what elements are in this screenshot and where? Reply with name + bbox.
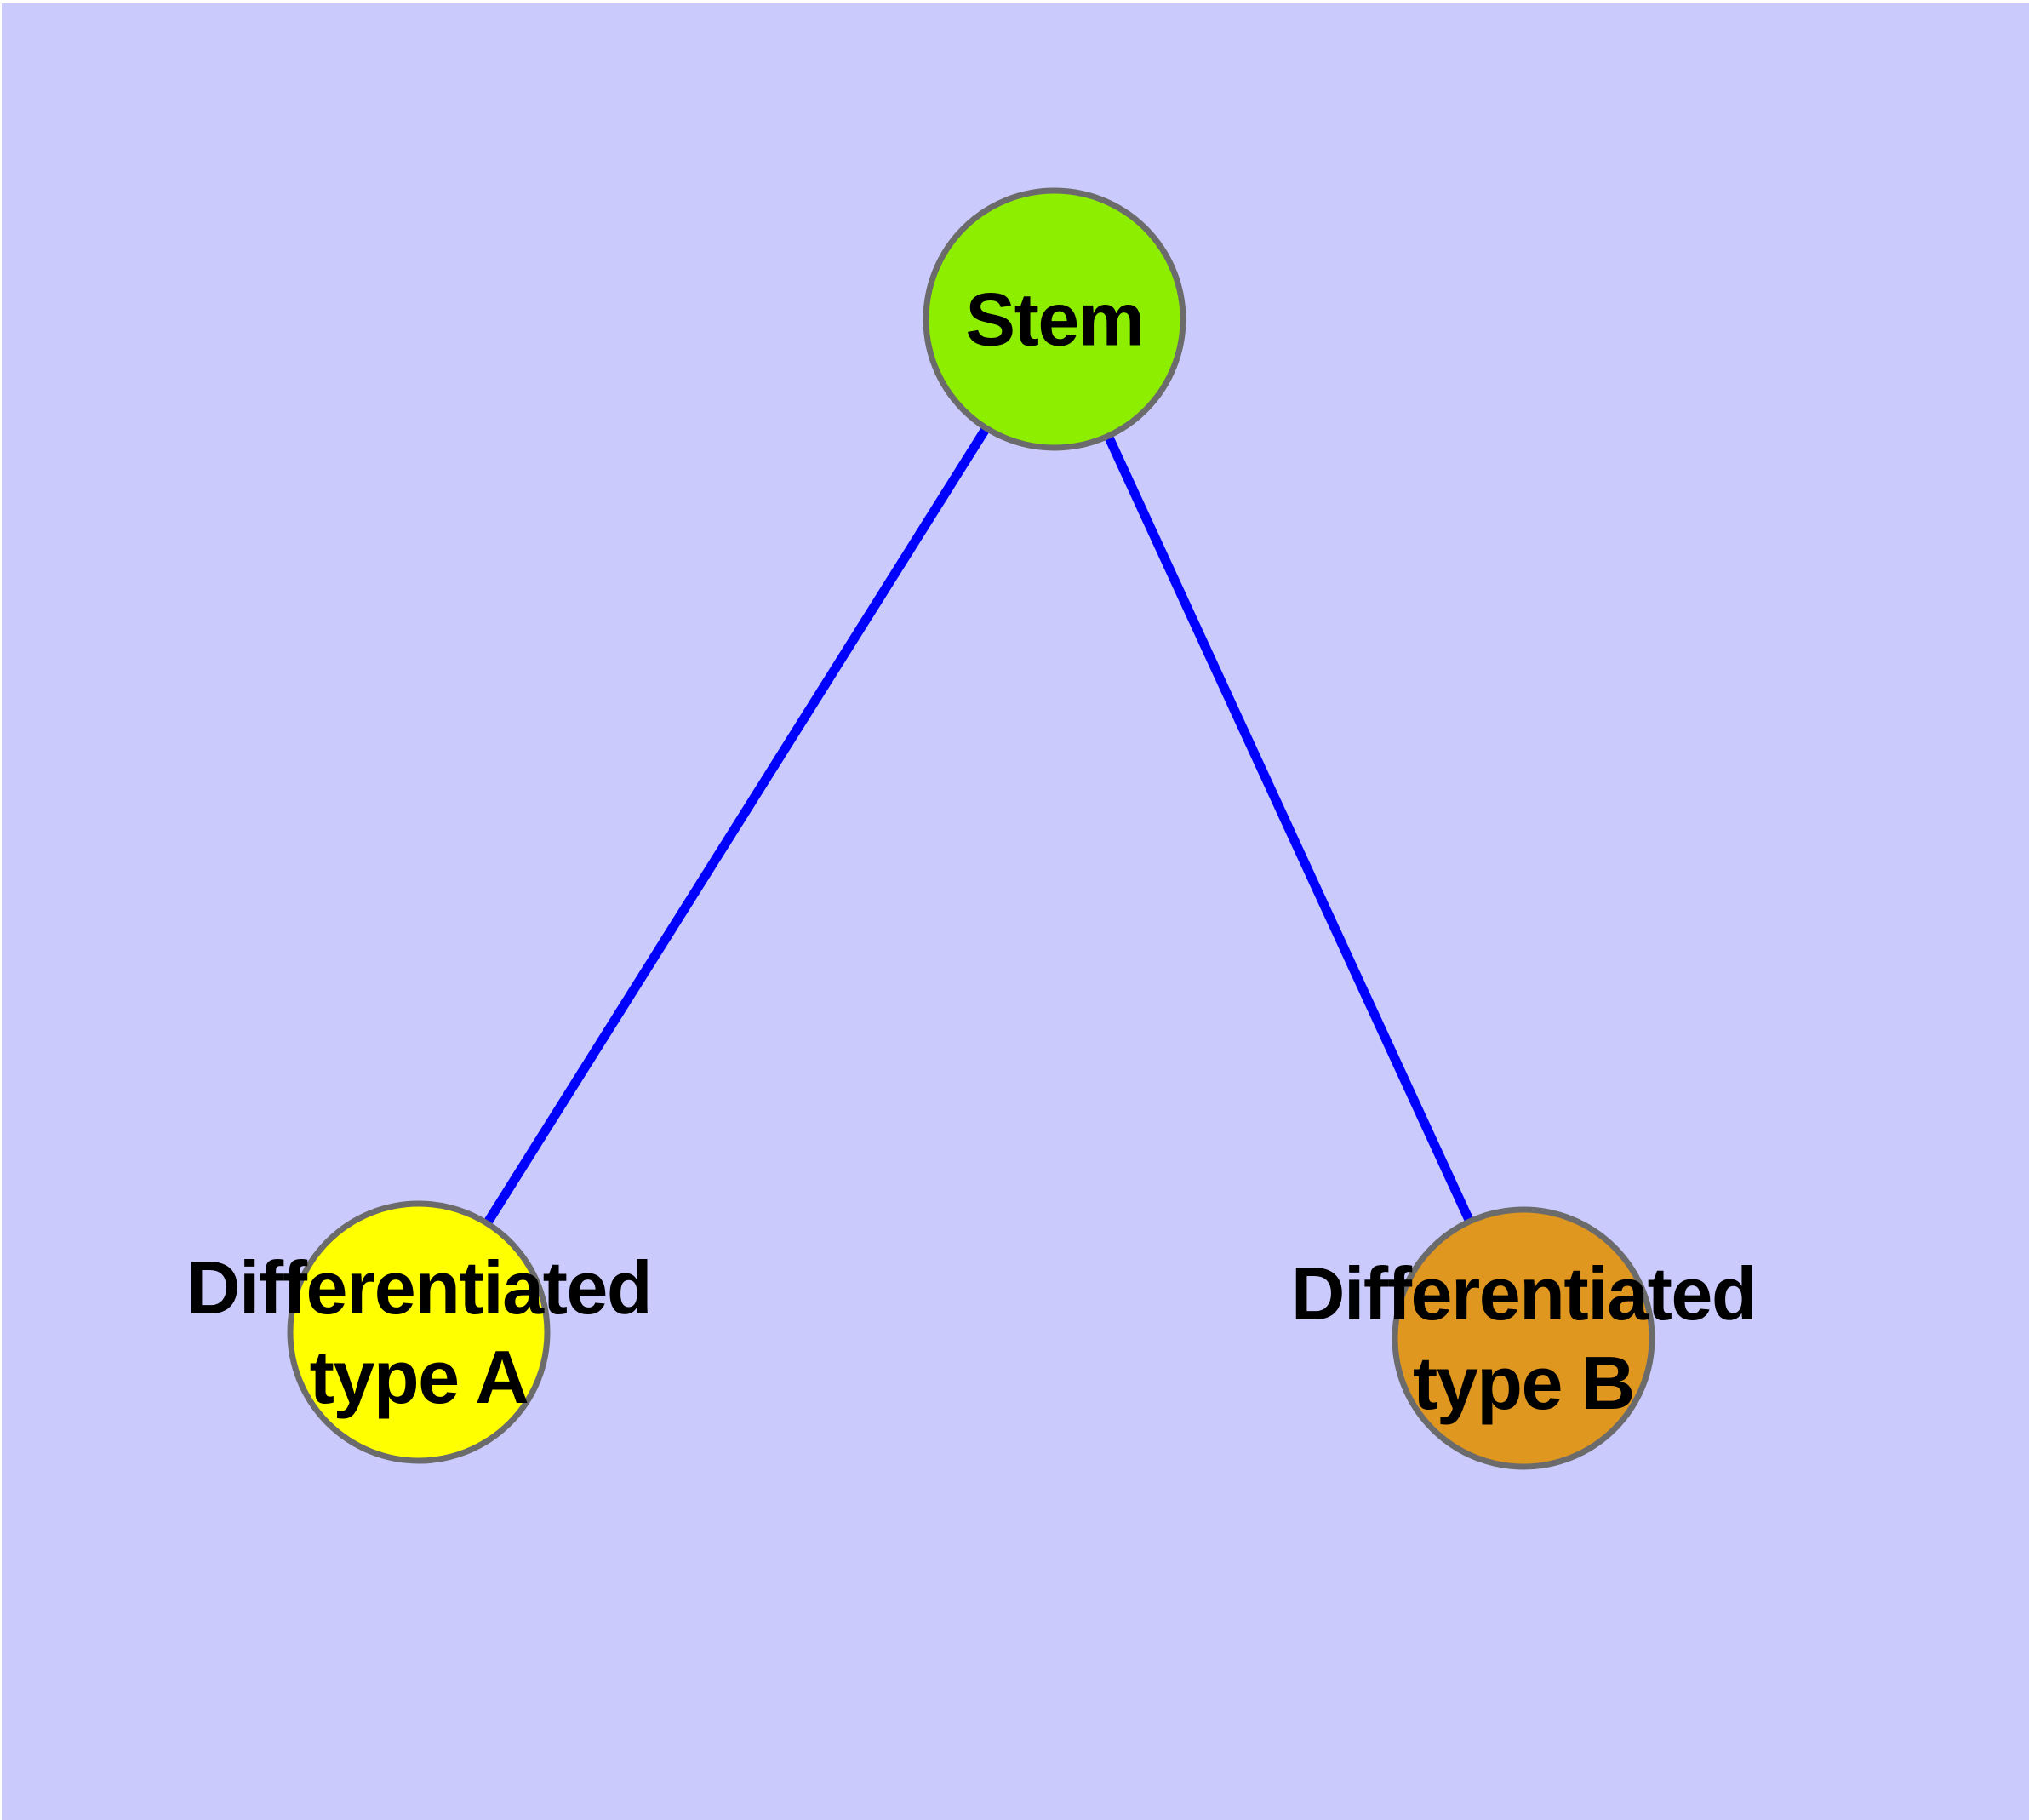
node-circle-diff-a	[287, 1200, 551, 1464]
edge-stem-diff-b	[1050, 317, 1528, 1341]
edge-stem-diff-a	[414, 317, 1059, 1335]
node-circle-diff-b	[1392, 1206, 1655, 1470]
node-circle-stem	[923, 187, 1186, 451]
